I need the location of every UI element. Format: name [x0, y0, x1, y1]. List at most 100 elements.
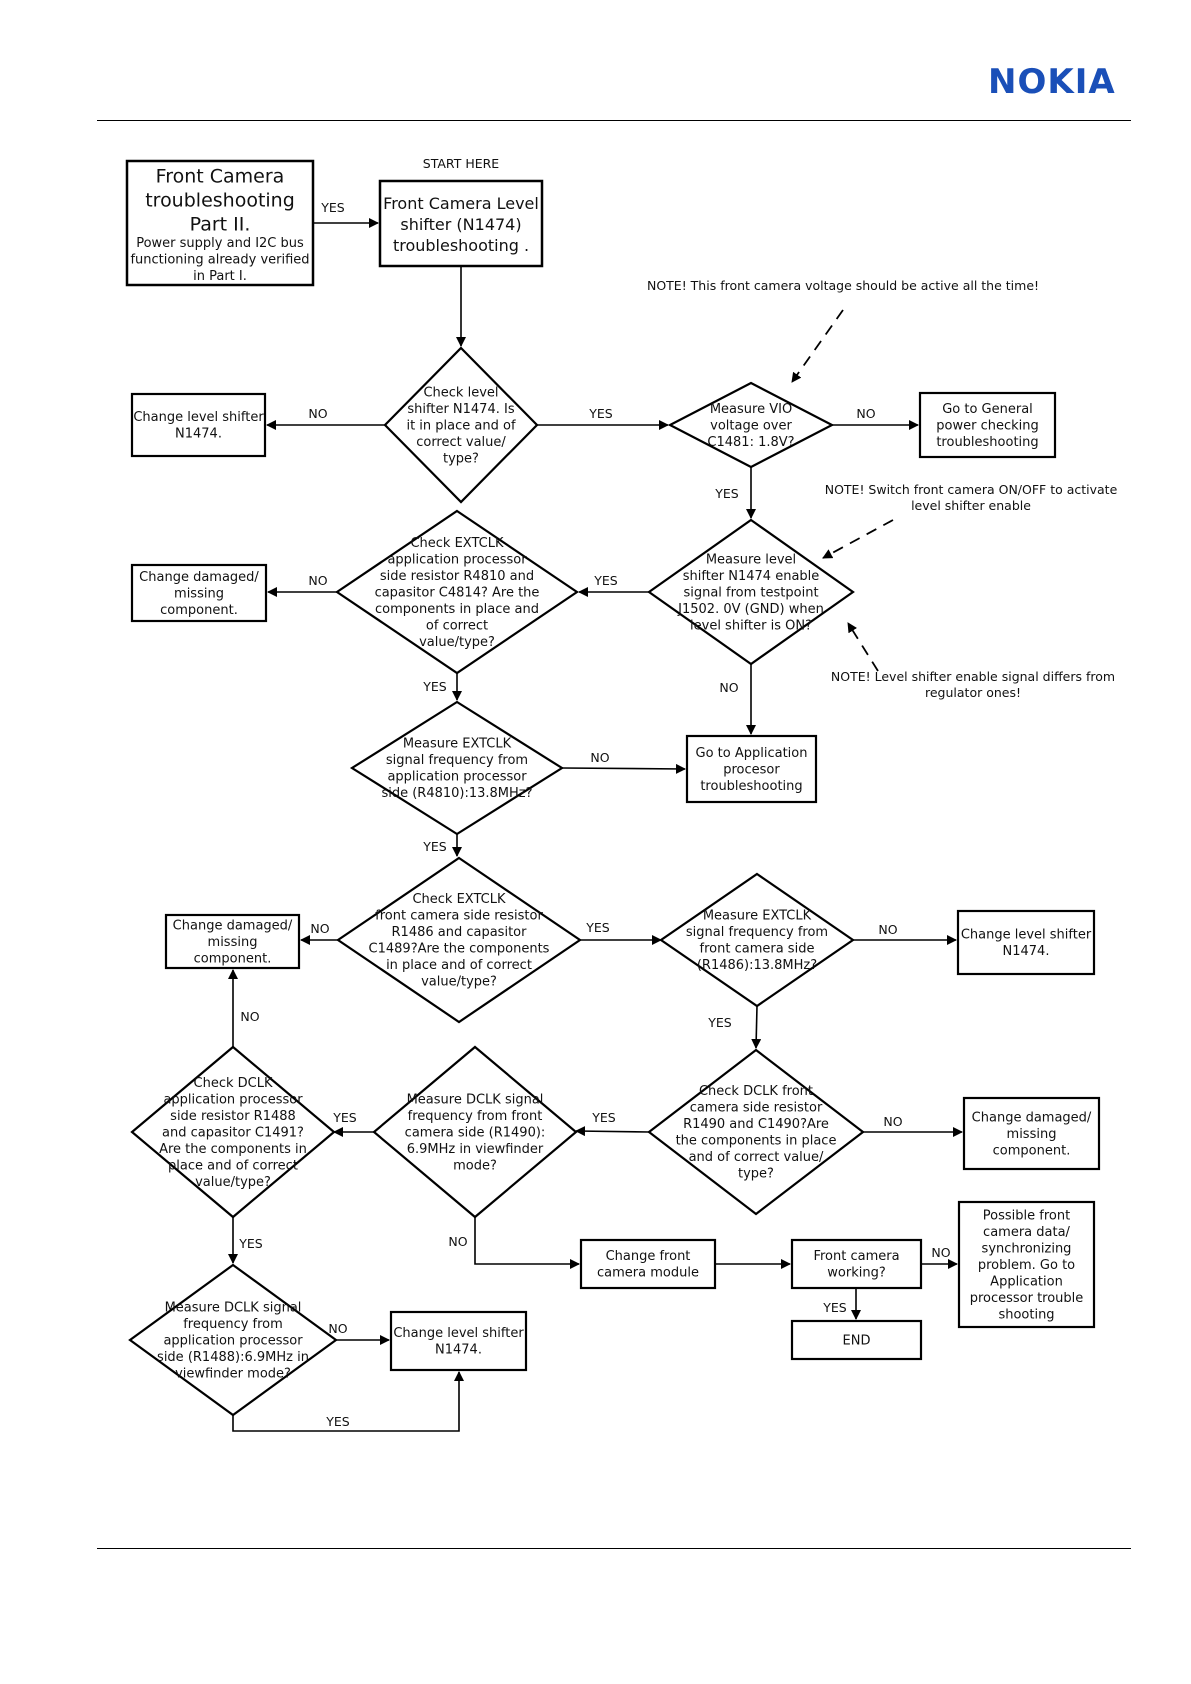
- b_front_module-text: Change front: [606, 1249, 691, 1264]
- d_extclk_ap-text: side resistor R4810 and: [380, 569, 534, 584]
- d_dclk_ap-text: Check DCLK: [194, 1076, 273, 1091]
- d_dclk_ap-text: place and of correct: [168, 1158, 298, 1173]
- d_dclk_freq_ap-text: Measure DCLK signal: [165, 1300, 302, 1315]
- b_general-text: Go to General: [942, 402, 1033, 417]
- edge-label-yes: YES: [325, 1414, 350, 1429]
- d_check_ls-text: type?: [443, 451, 479, 466]
- b_change_ls1-text: N1474.: [175, 427, 222, 442]
- b_app_proc-text: procesor: [723, 762, 780, 777]
- note-text: level shifter enable: [911, 498, 1031, 513]
- d_extclk_freq_ap-text: side (R4810):13.8MHz?: [381, 786, 532, 801]
- b_damaged3-text: Change damaged/: [972, 1110, 1092, 1125]
- d_dclk_freq_ap-decision: [128, 1263, 338, 1417]
- edge-label-no: NO: [883, 1114, 902, 1129]
- d_enable-text: J1502. 0V (GND) when: [677, 602, 824, 617]
- edge-label-no: NO: [448, 1234, 467, 1249]
- part2-text: in Part I.: [193, 269, 247, 284]
- d_dclk_ap-text: and capasitor C1491?: [162, 1125, 304, 1140]
- b_damaged3-text: component.: [993, 1143, 1071, 1158]
- d_extclk_fc-text: value/type?: [421, 975, 497, 990]
- d_extclk_fc-text: Check EXTCLK: [412, 892, 506, 907]
- d_dclk_freq_ap-text: frequency from: [183, 1317, 283, 1332]
- note-text: NOTE! Level shifter enable signal differ…: [831, 669, 1115, 684]
- d_dclk_fc-text: camera side resistor: [690, 1101, 823, 1116]
- d_enable-decision: [647, 518, 855, 666]
- edge-label-no: NO: [856, 406, 875, 421]
- edge-label-yes: YES: [591, 1110, 616, 1125]
- b_change_ls3-text: Change level shifter: [393, 1326, 524, 1341]
- header-rule: [97, 120, 1131, 121]
- d_extclk_ap-text: value/type?: [419, 635, 495, 650]
- d_dclk_fc-text: the components in place: [676, 1134, 837, 1149]
- b_possible-text: shooting: [998, 1307, 1054, 1322]
- note-text: NOTE! Switch front camera ON/OFF to acti…: [825, 482, 1118, 497]
- d_extclk_ap-text: application processor: [387, 552, 527, 567]
- d_dclk_freq_fc-text: mode?: [453, 1158, 497, 1173]
- d_extclk_ap-text: of correct: [426, 618, 488, 633]
- nokia-logo: NOKIA: [988, 62, 1116, 102]
- edge-label-no: NO: [590, 750, 609, 765]
- b_end-text: END: [843, 1333, 871, 1348]
- d_vio-text: voltage over: [710, 418, 792, 433]
- edge-label-yes: YES: [707, 1015, 732, 1030]
- d_extclk_freq_fc-text: front camera side: [700, 942, 815, 957]
- levelshifter-text: shifter (N1474): [400, 215, 521, 234]
- d_vio-text: C1481: 1.8V?: [707, 435, 794, 450]
- d_extclk_freq_fc-text: signal frequency from: [686, 925, 828, 940]
- b_damaged2-text: Change damaged/: [173, 918, 293, 933]
- d_extclk_fc-text: in place and of correct: [386, 958, 532, 973]
- d_dclk_fc-text: Check DCLK front: [699, 1084, 813, 1099]
- d_dclk_freq_fc-text: camera side (R1490):: [405, 1125, 546, 1140]
- d_dclk_fc-text: type?: [738, 1167, 774, 1182]
- d_dclk_freq_fc-text: Measure DCLK signal: [407, 1092, 544, 1107]
- b_damaged2-box: [164, 913, 301, 970]
- part2-text: Power supply and I2C bus: [136, 236, 304, 251]
- b_possible-text: synchronizing: [982, 1241, 1072, 1256]
- edge-label-no: NO: [328, 1321, 347, 1336]
- flow-arrow: [751, 1005, 762, 1049]
- flow-arrow: [561, 763, 686, 774]
- edge-label-yes: YES: [422, 679, 447, 694]
- d_enable-text: level shifter is ON?: [690, 618, 812, 633]
- note-pointer-arrow: [847, 622, 879, 672]
- d_dclk_freq_fc-decision: [372, 1045, 578, 1219]
- b_app_proc-text: Go to Application: [696, 746, 808, 761]
- edge-label-yes: YES: [714, 486, 739, 501]
- b_damaged3-text: missing: [1007, 1127, 1057, 1142]
- d_extclk_freq_ap-text: application processor: [387, 770, 527, 785]
- b_possible-box: [957, 1200, 1096, 1329]
- b_end-box: [790, 1319, 923, 1361]
- edge-label-yes: YES: [588, 406, 613, 421]
- d_extclk_ap-decision: [335, 509, 579, 675]
- d_extclk_freq_fc-decision: [659, 872, 855, 1008]
- d_check_ls-text: correct value/: [416, 435, 506, 450]
- b_change_ls2-text: Change level shifter: [961, 928, 1092, 943]
- d_dclk_freq_ap-text: application processor: [163, 1333, 303, 1348]
- edge-label-yes: YES: [332, 1110, 357, 1125]
- b_general-text: power checking: [936, 418, 1038, 433]
- part2-text: troubleshooting: [145, 189, 295, 211]
- note-pointer-arrow: [791, 309, 844, 383]
- edge-label-yes: YES: [320, 200, 345, 215]
- d_enable-text: signal from testpoint: [683, 585, 818, 600]
- d_extclk_fc-decision: [336, 856, 582, 1024]
- d_extclk_ap-text: components in place and: [375, 602, 539, 617]
- d_check_ls-text: it in place and of: [406, 418, 515, 433]
- b_change_ls2-box: [956, 909, 1096, 976]
- b_cam_working-text: Front camera: [813, 1249, 899, 1264]
- d_dclk_fc-decision: [647, 1048, 865, 1216]
- b_damaged2-text: component.: [194, 951, 272, 966]
- part2-text: Front Camera: [156, 165, 285, 187]
- b_possible-text: problem. Go to: [978, 1258, 1075, 1273]
- b_change_ls1-box: [130, 392, 267, 458]
- b_damaged3-box: [962, 1096, 1101, 1171]
- d_dclk_ap-decision: [130, 1045, 336, 1219]
- b_possible-text: Possible front: [983, 1208, 1070, 1223]
- d_enable-text: Measure level: [706, 552, 796, 567]
- b_damaged1-text: component.: [160, 603, 238, 618]
- b_possible-text: Application: [990, 1274, 1063, 1289]
- b_cam_working-text: working?: [827, 1266, 885, 1281]
- d_extclk_ap-text: capasitor C4814? Are the: [375, 585, 540, 600]
- b_change_ls3-box: [389, 1310, 528, 1372]
- b_cam_working-box: [790, 1238, 923, 1290]
